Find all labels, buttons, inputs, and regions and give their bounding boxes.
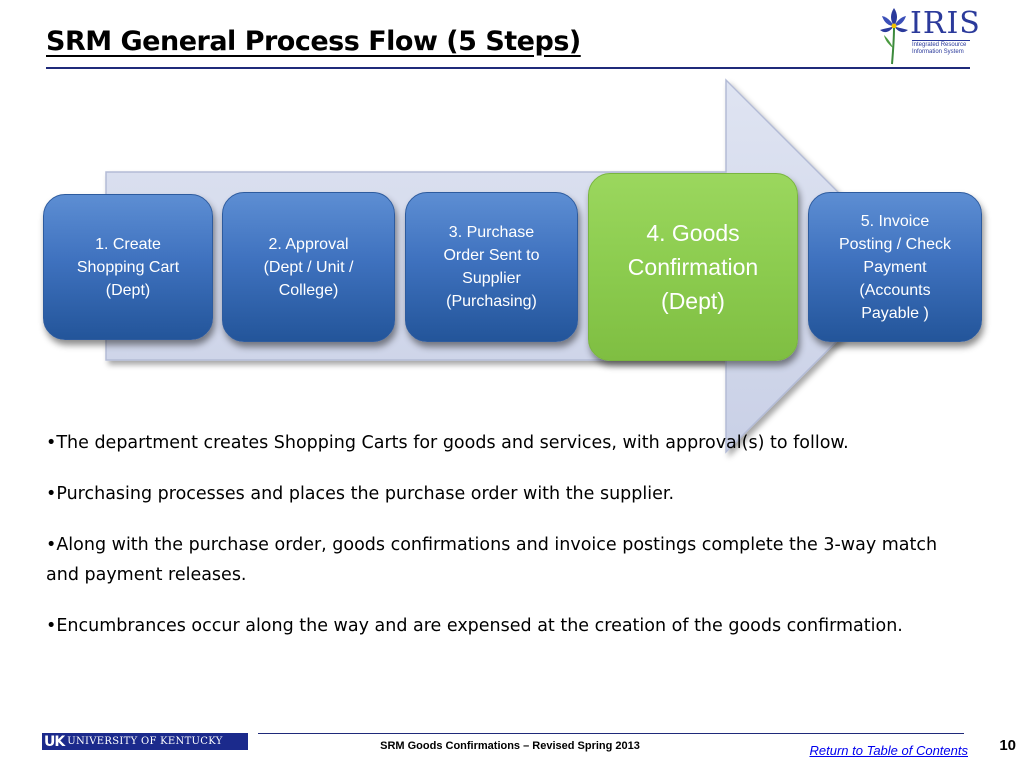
step-goods-confirmation: 4. Goods Confirmation (Dept) (588, 173, 798, 361)
logo-divider (912, 40, 970, 41)
iris-flower-icon (880, 8, 908, 65)
university-name: UNIVERSITY OF KENTUCKY (67, 736, 223, 747)
bullet-item: Encumbrances occur along the way and are… (46, 611, 966, 641)
iris-logo: IRIS Integrated Resource Information Sys… (876, 4, 980, 68)
iris-wordmark: IRIS (910, 6, 981, 41)
step-invoice-posting: 5. Invoice Posting / Check Payment (Acco… (808, 192, 982, 342)
return-to-toc-link[interactable]: Return to Table of Contents (809, 743, 968, 758)
page-number: 10 (999, 737, 1016, 754)
bullet-list: The department creates Shopping Carts fo… (46, 428, 966, 662)
uk-mark: UK (44, 733, 65, 750)
footer-divider (258, 733, 964, 734)
step-purchase-order: 3. Purchase Order Sent to Supplier (Purc… (405, 192, 578, 342)
step-create-shopping-cart: 1. Create Shopping Cart (Dept) (43, 194, 213, 340)
bullet-item: Purchasing processes and places the purc… (46, 479, 966, 509)
bullet-item: The department creates Shopping Carts fo… (46, 428, 966, 458)
iris-subtitle-line-1: Integrated Resource (912, 42, 967, 48)
iris-subtitle-line-2: Information System (912, 49, 964, 55)
iris-subtitle: Integrated Resource Information System (912, 42, 966, 56)
university-logo: UK UNIVERSITY OF KENTUCKY (42, 733, 248, 750)
bullet-item: Along with the purchase order, goods con… (46, 530, 966, 590)
slide-title: SRM General Process Flow (5 Steps) (46, 26, 581, 57)
title-divider (46, 67, 970, 69)
footer-caption: SRM Goods Confirmations – Revised Spring… (380, 740, 640, 752)
step-approval: 2. Approval (Dept / Unit / College) (222, 192, 395, 342)
